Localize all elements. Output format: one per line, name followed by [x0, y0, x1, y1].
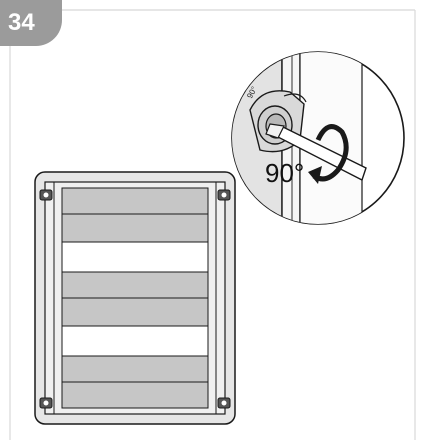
corner-lock-bottom-left: [39, 397, 53, 409]
step-number-badge: 34: [0, 0, 62, 46]
detail-zoom: [231, 51, 405, 225]
enclosure-panel: [34, 171, 236, 425]
rotation-angle-label: 90°: [265, 158, 305, 188]
corner-lock-top-right: [217, 189, 231, 201]
screwdriver-icon: [265, 123, 367, 181]
corner-lock-bottom-right: [217, 397, 231, 409]
rotate-arrow-icon: [308, 124, 349, 184]
step-number: 34: [8, 9, 35, 36]
corner-lock-top-left: [39, 189, 53, 201]
